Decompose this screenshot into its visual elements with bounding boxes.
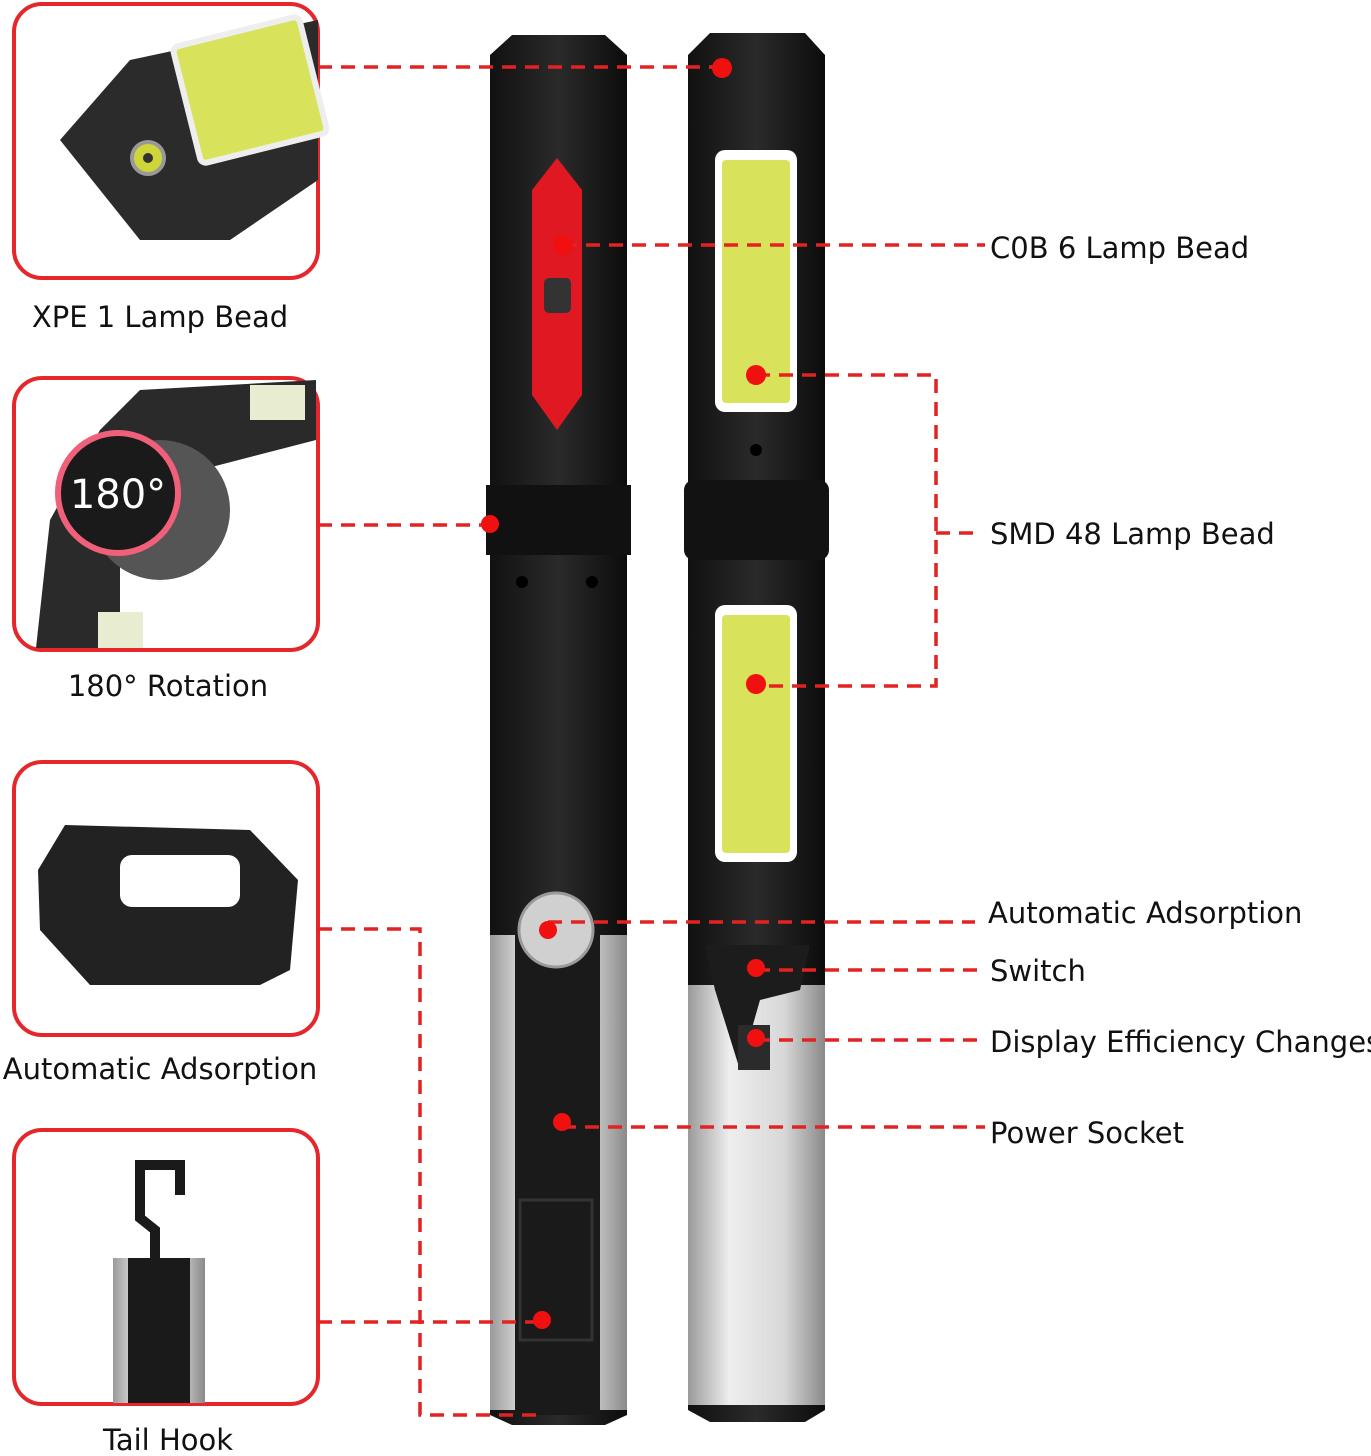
rotation-badge: 180° (70, 472, 166, 518)
product-back-view (486, 35, 631, 1425)
callout-display: Display Efficiency Changes (990, 1025, 1371, 1059)
inset-rotation: 180° (12, 376, 320, 652)
inset-label-tail-hook: Tail Hook (102, 1423, 233, 1456)
callout-power: Power Socket (990, 1116, 1184, 1150)
product-front-view (684, 33, 829, 1422)
inset-label-adsorption: Automatic Adsorption (3, 1052, 317, 1086)
inset-label-rotation: 180° Rotation (68, 669, 268, 703)
inset-xpe-lamp (12, 2, 330, 280)
inset-magnet (12, 760, 320, 1037)
callout-lines (318, 58, 985, 1417)
inset-tail-hook (12, 1128, 320, 1406)
callout-smd: SMD 48 Lamp Bead (990, 517, 1275, 551)
inset-label-xpe: XPE 1 Lamp Bead (32, 300, 288, 334)
callout-switch: Switch (990, 954, 1086, 988)
callout-cob: C0B 6 Lamp Bead (990, 231, 1249, 265)
callout-adsorption: Automatic Adsorption (988, 896, 1302, 930)
